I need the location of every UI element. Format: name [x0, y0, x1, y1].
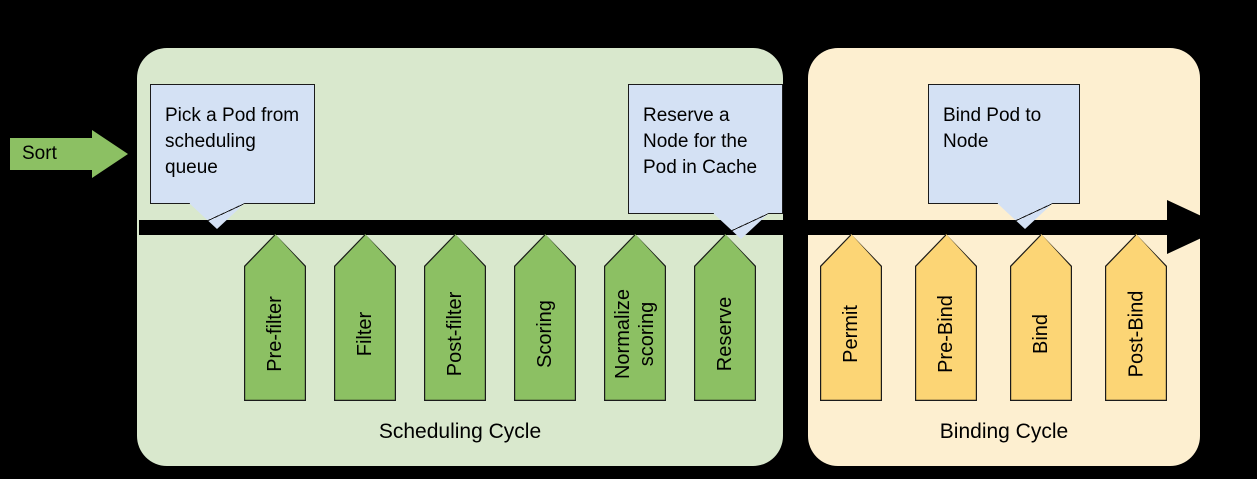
plugin-arrow-shape	[1010, 234, 1072, 401]
plugin-arrow-filter[interactable]: Filter	[334, 234, 396, 401]
plugin-arrow-post-filter[interactable]: Post-filter	[424, 234, 486, 401]
plugin-label: Scoring	[534, 299, 556, 368]
plugin-label-wrap: Bind	[1010, 266, 1072, 401]
plugin-arrow-pre-bind[interactable]: Pre-Bind	[915, 234, 977, 401]
plugin-label-wrap: Normalize scoring	[604, 266, 666, 401]
callout-pick-text: Pick a Pod from scheduling queue	[165, 105, 300, 178]
timeline-arrowhead-icon	[1167, 200, 1225, 254]
binding-cycle-label: Binding Cycle	[939, 420, 1069, 443]
plugin-arrow-shape	[1105, 234, 1167, 401]
timeline-bar-scheduling	[139, 220, 783, 235]
scheduling-cycle-label: Scheduling Cycle	[378, 420, 542, 443]
sort-label: Sort	[22, 143, 57, 164]
plugin-label-wrap: Permit	[820, 266, 882, 401]
plugin-label: Pre-Bind	[935, 294, 957, 373]
plugin-label: Reserve	[714, 296, 737, 371]
plugin-label-wrap: Post-Bind	[1105, 266, 1167, 401]
plugin-arrow-shape	[604, 234, 666, 401]
plugin-arrow-post-bind[interactable]: Post-Bind	[1105, 234, 1167, 401]
plugin-arrow-shape	[694, 234, 756, 401]
callout-pick-pod: Pick a Pod from scheduling queue	[150, 84, 315, 229]
plugin-label-wrap: Reserve	[694, 266, 756, 401]
plugin-arrow-normalize-scoring[interactable]: Normalize scoring	[604, 234, 666, 401]
callout-bind-text: Bind Pod to Node	[943, 105, 1042, 152]
plugin-label-wrap: Pre-Bind	[915, 266, 977, 401]
plugin-label-wrap: Filter	[334, 266, 396, 401]
plugin-label: Post-filter	[444, 291, 466, 376]
plugin-arrow-pre-filter[interactable]: Pre-filter	[244, 234, 306, 401]
sort-entry-arrow: Sort	[10, 130, 128, 178]
plugin-label: Pre-filter	[264, 295, 287, 372]
plugin-arrow-permit[interactable]: Permit	[820, 234, 882, 401]
plugin-label: Post-Bind	[1125, 290, 1147, 377]
plugin-label: Permit	[839, 304, 862, 363]
plugin-arrow-bind[interactable]: Bind	[1010, 234, 1072, 401]
callout-reserve-node: Reserve a Node for the Pod in Cache	[628, 84, 783, 239]
timeline-bar-binding	[808, 220, 1173, 235]
plugin-arrow-shape	[334, 234, 396, 401]
plugin-label-wrap: Pre-filter	[244, 266, 306, 401]
plugin-label: Bind	[1030, 313, 1052, 354]
plugin-arrow-shape	[244, 234, 306, 401]
plugin-label: Filter	[353, 311, 376, 356]
callout-reserve-text: Reserve a Node for the Pod in Cache	[643, 105, 758, 178]
plugin-arrow-reserve[interactable]: Reserve	[694, 234, 756, 401]
plugin-arrow-shape	[424, 234, 486, 401]
plugin-arrow-shape	[820, 234, 882, 401]
plugin-arrow-shape	[915, 234, 977, 401]
plugin-arrow-scoring[interactable]: Scoring	[514, 234, 576, 401]
plugin-label: Normalize scoring	[612, 288, 658, 379]
plugin-label-wrap: Scoring	[514, 266, 576, 401]
plugin-arrow-shape	[514, 234, 576, 401]
plugin-label-wrap: Post-filter	[424, 266, 486, 401]
callout-bind-pod: Bind Pod to Node	[928, 84, 1080, 229]
